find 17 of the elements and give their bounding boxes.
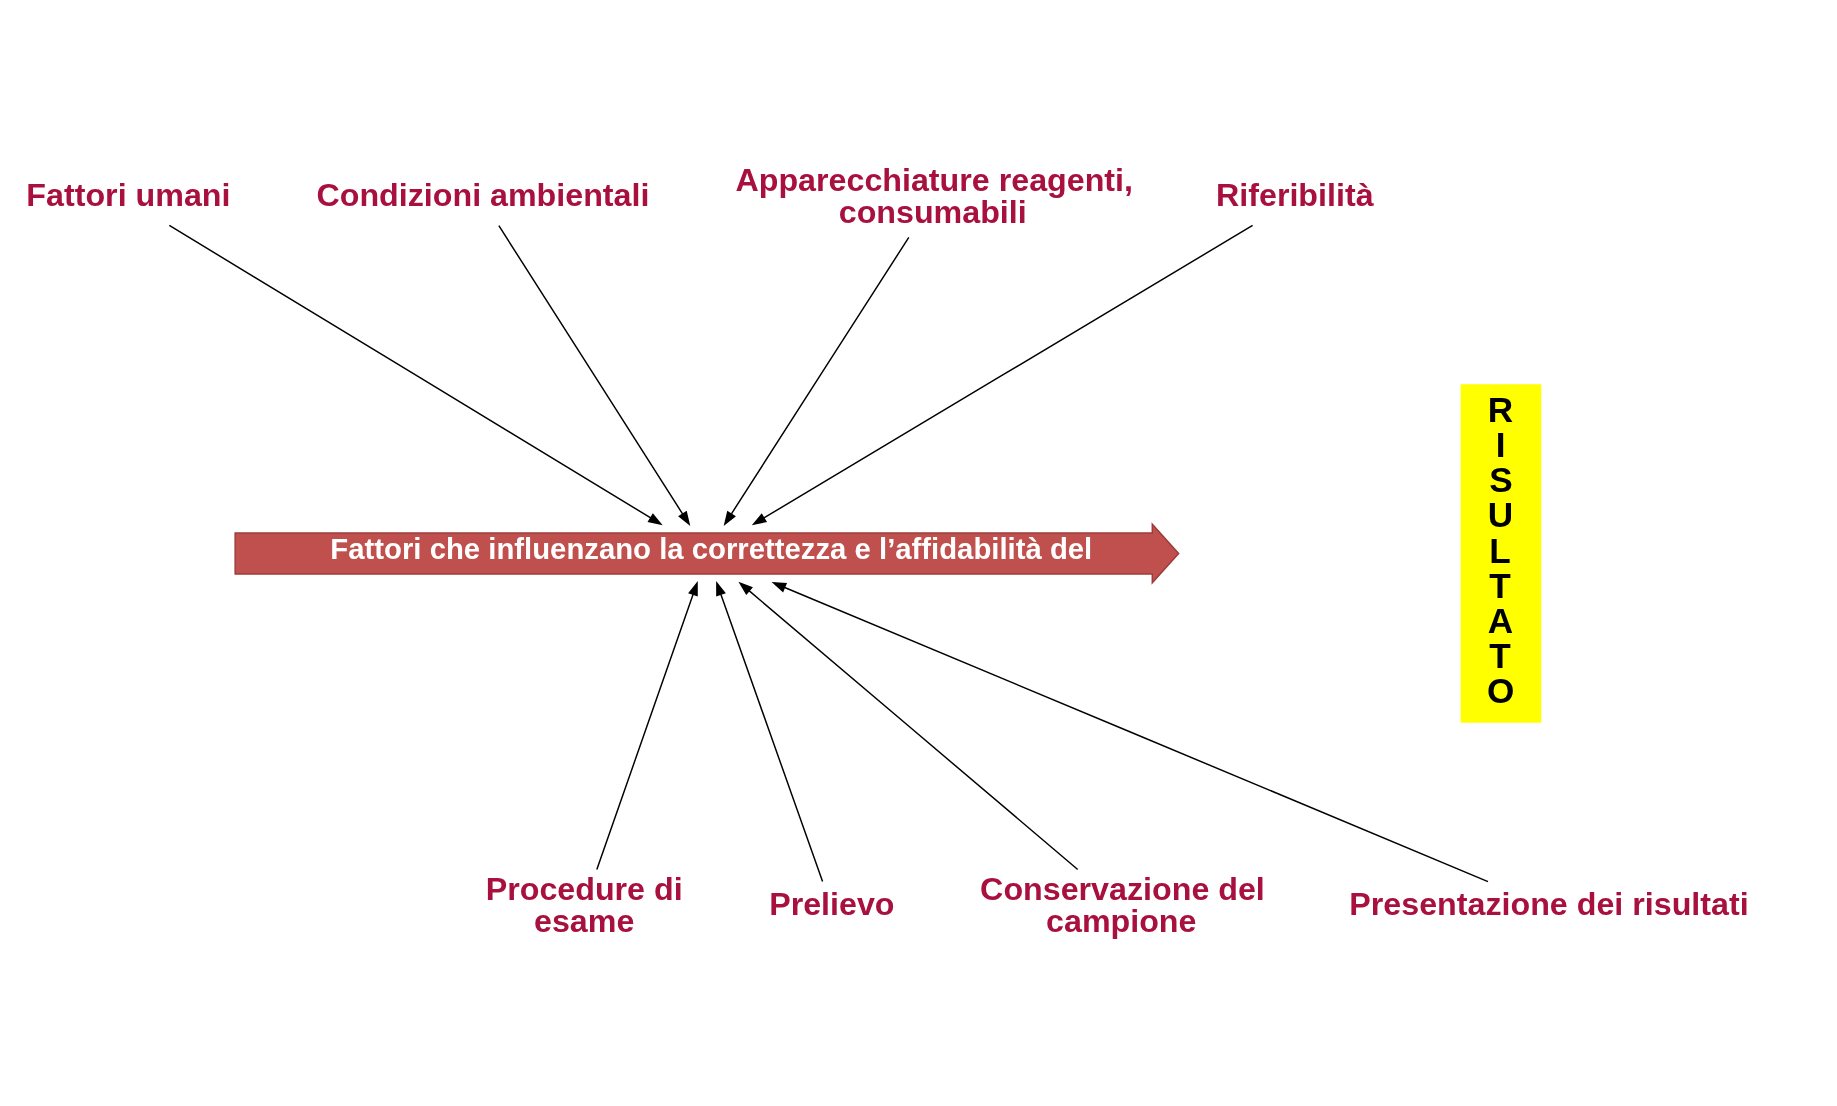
node-text: Riferibilità bbox=[1216, 176, 1374, 213]
arrow bbox=[716, 580, 824, 882]
node-box: RISULTATO bbox=[1460, 383, 1542, 723]
node-text: Prelievo bbox=[769, 885, 895, 922]
arrow bbox=[751, 224, 1254, 525]
arrow bbox=[168, 224, 663, 525]
node-text: Presentazione dei risultati bbox=[1349, 885, 1749, 922]
arrow bbox=[498, 224, 691, 526]
node-text: Procedure di esame bbox=[485, 870, 683, 939]
arrow bbox=[771, 581, 1489, 882]
node-text: Condizioni ambientali bbox=[316, 176, 650, 213]
arrow bbox=[596, 580, 698, 870]
node-text: Conservazione del campione bbox=[980, 870, 1265, 939]
node-text: Apparecchiature reagenti, consumabili bbox=[735, 161, 1133, 230]
arrow bbox=[738, 581, 1079, 870]
node-text: Fattori umani bbox=[26, 176, 231, 213]
arrow bbox=[723, 236, 910, 526]
